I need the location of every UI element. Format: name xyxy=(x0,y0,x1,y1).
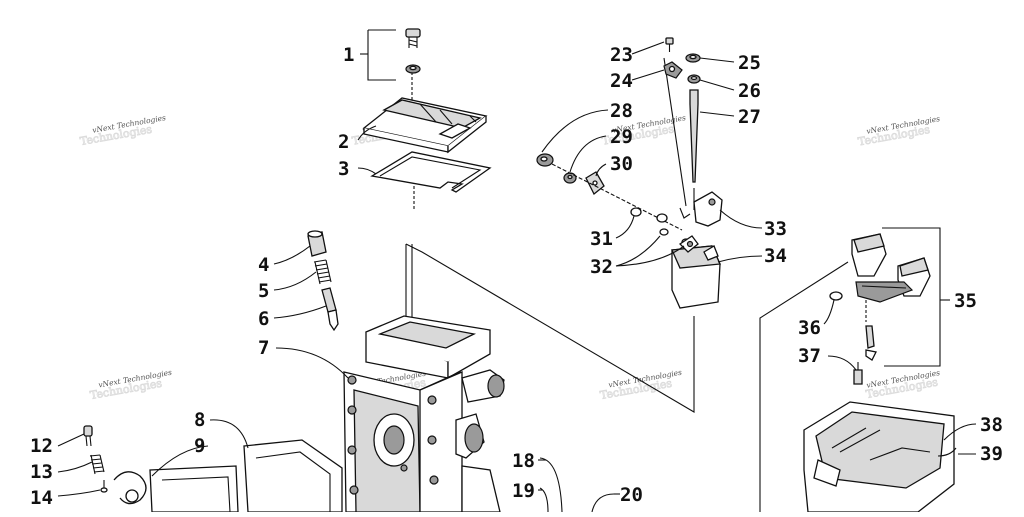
watermark-center-right-mid: Technologies vNext Technologies xyxy=(599,368,683,403)
label-28: 28 xyxy=(610,100,633,122)
label-8: 8 xyxy=(194,409,205,431)
label-14: 12 xyxy=(30,435,53,457)
label-5: 4 xyxy=(258,254,269,276)
label-38: 38 xyxy=(980,414,1003,436)
assembly-guide-lines xyxy=(405,57,867,512)
label-27: 24 xyxy=(610,70,633,92)
part-labels: 1 2 3 4 5 6 7 8 9 12 13 14 18 19 20 23 2… xyxy=(30,44,1003,509)
label-26: 23 xyxy=(610,44,633,66)
part-35-float-assembly xyxy=(851,233,931,361)
part-12-o-ring xyxy=(100,471,147,505)
label-32: 32 xyxy=(590,256,613,278)
label-20: 20 xyxy=(620,484,643,506)
part-27-clip xyxy=(663,61,683,79)
part-26-screw xyxy=(665,37,674,52)
watermark-left-top: Technologies vNext Technologies xyxy=(79,113,167,148)
part-33-lever xyxy=(679,191,723,227)
part-13-spring xyxy=(89,454,105,475)
label-37: 37 xyxy=(798,345,821,367)
label-36: 36 xyxy=(798,317,821,339)
label-3: 2 xyxy=(338,131,349,153)
part-1-carburetor-body xyxy=(343,315,505,513)
part-6-spring xyxy=(313,259,332,285)
watermark-right-mid: Technologies vNext Technologies xyxy=(864,368,940,401)
label-2: 1 xyxy=(343,44,354,66)
part-29-washer xyxy=(563,172,577,184)
part-31-bushing xyxy=(630,207,668,223)
part-9-flange-plate xyxy=(149,465,239,513)
part-30-plate xyxy=(585,171,605,196)
label-6: 5 xyxy=(258,280,269,302)
part-7-needle xyxy=(321,287,339,332)
part-24-ring xyxy=(687,74,701,84)
part-36-o-ring xyxy=(829,291,843,301)
label-29: 29 xyxy=(610,126,633,148)
label-19: 18 xyxy=(512,450,535,472)
label-leaders xyxy=(57,29,977,497)
label-39: 39 xyxy=(980,443,1003,465)
lower-center-leaders xyxy=(539,457,615,513)
label-33: 33 xyxy=(764,218,787,240)
part-8-gasket xyxy=(243,439,343,513)
label-30: 30 xyxy=(610,153,633,175)
label-34: 34 xyxy=(764,245,787,267)
part-23-washer xyxy=(685,53,701,63)
part-4-gasket xyxy=(370,151,492,193)
label-25: 27 xyxy=(738,106,761,128)
part-39-gasket-line xyxy=(937,447,957,457)
label-31: 31 xyxy=(590,228,613,250)
label-1: 7 xyxy=(258,337,269,359)
part-2-screw xyxy=(405,28,421,74)
label-35: 35 xyxy=(954,290,977,312)
label-13: 13 xyxy=(30,461,53,483)
part-38-float-bowl xyxy=(803,401,955,513)
part-3-cover xyxy=(362,97,488,154)
part-28-cap xyxy=(536,153,554,167)
label-18: 19 xyxy=(512,480,535,502)
label-4: 3 xyxy=(338,158,349,180)
label-7: 6 xyxy=(258,308,269,330)
label-9: 9 xyxy=(194,435,205,457)
watermark-left-mid: Technologies vNext Technologies xyxy=(89,368,173,403)
label-12: 14 xyxy=(30,487,53,509)
part-14-screw xyxy=(83,425,93,447)
part-25-jet-needle xyxy=(689,89,699,183)
part-37-jet xyxy=(853,362,863,385)
label-24: 26 xyxy=(738,80,761,102)
part-5-adjust-screw xyxy=(307,230,327,257)
label-23: 25 xyxy=(738,52,761,74)
part-34-slide-plate xyxy=(671,235,721,309)
watermark-right-top: Technologies vNext Technologies xyxy=(857,114,941,149)
